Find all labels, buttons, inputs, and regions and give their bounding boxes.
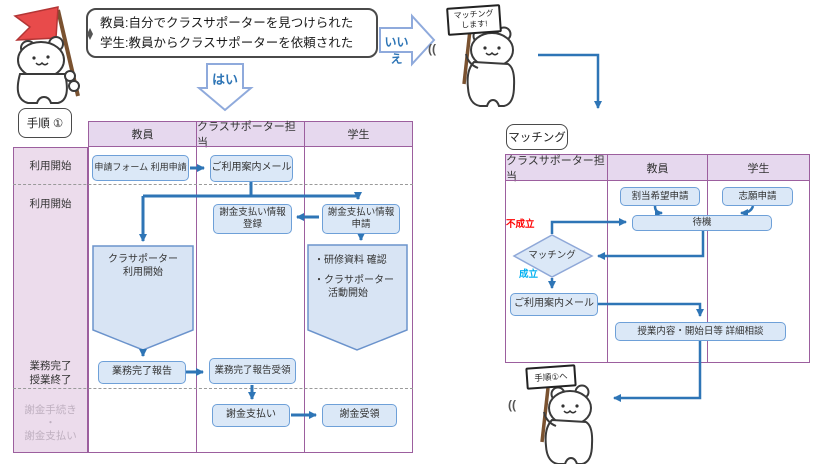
- matching-bear-mascot-icon: [462, 25, 516, 108]
- supporter-start-line1: クラサポーター: [108, 254, 178, 265]
- red-flag-icon: [13, 6, 59, 41]
- sparkle-icon: [87, 28, 93, 40]
- right-header-teacher-label: 教員: [646, 162, 669, 175]
- volunteer-request-label: 志願申請: [738, 190, 777, 202]
- left-row3-label-line2: 授業終了: [29, 374, 72, 386]
- left-row4-label-line3: 謝金支払い: [24, 430, 77, 442]
- arrow-consult-to-procedure1: [613, 341, 702, 402]
- student-activity-item1: ・研修資料 確認: [314, 255, 387, 266]
- motion-marks-icon: ((: [428, 42, 436, 56]
- right-table-body: [505, 180, 810, 363]
- pay-info-apply-line2: 申請: [351, 219, 371, 230]
- motion-marks-icon: ((: [508, 398, 516, 412]
- left-row-dash-2: [13, 388, 413, 389]
- left-row3-label-line1: 業務完了: [29, 360, 72, 372]
- left-row2-label: 利用開始: [29, 198, 72, 210]
- arrow-mail-to-consult: [598, 302, 704, 317]
- right-header-student-label: 学生: [747, 162, 770, 175]
- pay-info-apply-box: 謝金支払い情報 申請: [322, 204, 400, 234]
- payment-box: 謝金支払い: [212, 404, 290, 427]
- left-header-supporter-staff: クラスサポーター担当: [196, 121, 305, 149]
- arrow-notmatched-to-wait: [550, 218, 627, 234]
- left-header-student-label: 学生: [347, 129, 370, 141]
- right-header-supporter-staff-label: クラスサポーター担当: [506, 154, 605, 183]
- student-activity-pentagon: [307, 244, 408, 351]
- procedure-bear-mascot-icon: [540, 383, 594, 464]
- matching-signboard: マッチング します!: [446, 4, 502, 36]
- consult-box: 授業内容・開始日等 詳細相談: [615, 322, 786, 341]
- guide-mail-box: ご利用案内メール: [210, 155, 293, 182]
- left-row4-label-line1: 謝金手続き: [24, 404, 77, 416]
- left-row4-label-line2: ・: [45, 417, 56, 429]
- matched-label: 成立: [519, 269, 539, 280]
- consult-label: 授業内容・開始日等 詳細相談: [637, 325, 764, 337]
- supporter-start-text: クラサポーター 利用開始: [95, 253, 191, 279]
- right-table-divider-2: [707, 180, 708, 363]
- work-report-receive-box: 業務完了報告受領: [209, 358, 296, 384]
- not-matched-label: 不成立: [506, 219, 535, 230]
- decision-line-student: 学生:教員からクラスサポーターを依頼された: [100, 36, 354, 50]
- student-activity-item2: ・クラサポーター: [314, 275, 394, 286]
- decision-description-box: 教員:自分でクラスサポーターを見つけられた 学生:教員からクラスサポーターを依頼…: [86, 8, 378, 58]
- left-row-dash-1: [13, 184, 413, 185]
- matching-diamond-text: マッチング: [528, 250, 576, 261]
- supporter-start-pentagon: [92, 245, 194, 351]
- decision-line-teacher: 教員:自分でクラスサポーターを見つけられた: [100, 16, 354, 30]
- arrow-volunteer-to-wait: [740, 205, 755, 217]
- payment-receive-box: 謝金受領: [322, 404, 397, 427]
- matching-guide-mail-label: ご利用案内メール: [514, 298, 594, 310]
- arrow-wait-to-diamond: [597, 231, 705, 260]
- matching-tag-label: マッチング: [508, 132, 566, 144]
- assign-request-label: 割当希望申請: [631, 190, 689, 202]
- procedure1-signboard: 手順①へ: [525, 364, 577, 390]
- work-report-receive-label: 業務完了報告受領: [214, 365, 291, 377]
- guide-mail-label: ご利用案内メール: [211, 162, 292, 174]
- pay-info-apply-line1: 謝金支払い情報: [327, 207, 395, 219]
- yes-block-arrow-icon: [196, 63, 254, 112]
- work-report-label: 業務完了報告: [112, 366, 172, 378]
- left-header-student: 学生: [304, 121, 413, 147]
- apply-form-label: 申請フォーム 利用申請: [94, 162, 187, 173]
- right-header-supporter-staff: クラスサポーター担当: [505, 154, 608, 183]
- pay-info-register-line2: 登録: [242, 219, 262, 230]
- arrow-assign-to-wait: [653, 205, 663, 217]
- right-header-student: 学生: [707, 154, 810, 181]
- wait-box: 待機: [632, 215, 772, 231]
- left-row-label-column: [13, 147, 88, 453]
- flag-bear-mascot-icon: [13, 6, 93, 104]
- no-block-arrow-icon: [379, 13, 436, 67]
- procedure-1-tag-label: 手順 ①: [26, 118, 64, 130]
- supporter-start-line2: 利用開始: [123, 267, 163, 278]
- left-header-supporter-staff-label: クラスサポーター担当: [197, 121, 296, 149]
- left-table-body: [88, 146, 413, 453]
- matching-sign-line2: します!: [460, 19, 488, 30]
- matching-diamond: [512, 234, 594, 278]
- procedure-1-tag: 手順 ①: [18, 108, 72, 138]
- wait-label: 待機: [692, 217, 712, 229]
- volunteer-request-box: 志願申請: [722, 187, 793, 206]
- procedure1-sign-label: 手順①へ: [534, 370, 568, 384]
- matching-guide-mail-box: ご利用案内メール: [510, 293, 598, 316]
- left-row1-label: 利用開始: [29, 160, 72, 172]
- apply-form-box: 申請フォーム 利用申請: [92, 155, 189, 181]
- no-label: いいえ: [384, 35, 409, 66]
- student-activity-item3: 活動開始: [328, 288, 368, 299]
- right-table-divider-1: [607, 180, 608, 363]
- assign-request-box: 割当希望申請: [620, 187, 700, 206]
- yes-label: はい: [211, 72, 238, 87]
- left-table-divider-2: [304, 146, 305, 453]
- work-report-box: 業務完了報告: [98, 361, 186, 384]
- pay-info-register-line1: 謝金支払い情報: [219, 207, 286, 219]
- payment-label: 謝金支払い: [226, 409, 276, 421]
- left-table-divider-1: [196, 146, 197, 453]
- pay-info-register-box: 謝金支払い情報 登録: [213, 204, 292, 234]
- left-header-teacher-label: 教員: [131, 129, 154, 141]
- no-branch-connector-arrow: [538, 53, 602, 109]
- matching-tag: マッチング: [506, 124, 568, 150]
- payment-receive-label: 謝金受領: [339, 409, 380, 421]
